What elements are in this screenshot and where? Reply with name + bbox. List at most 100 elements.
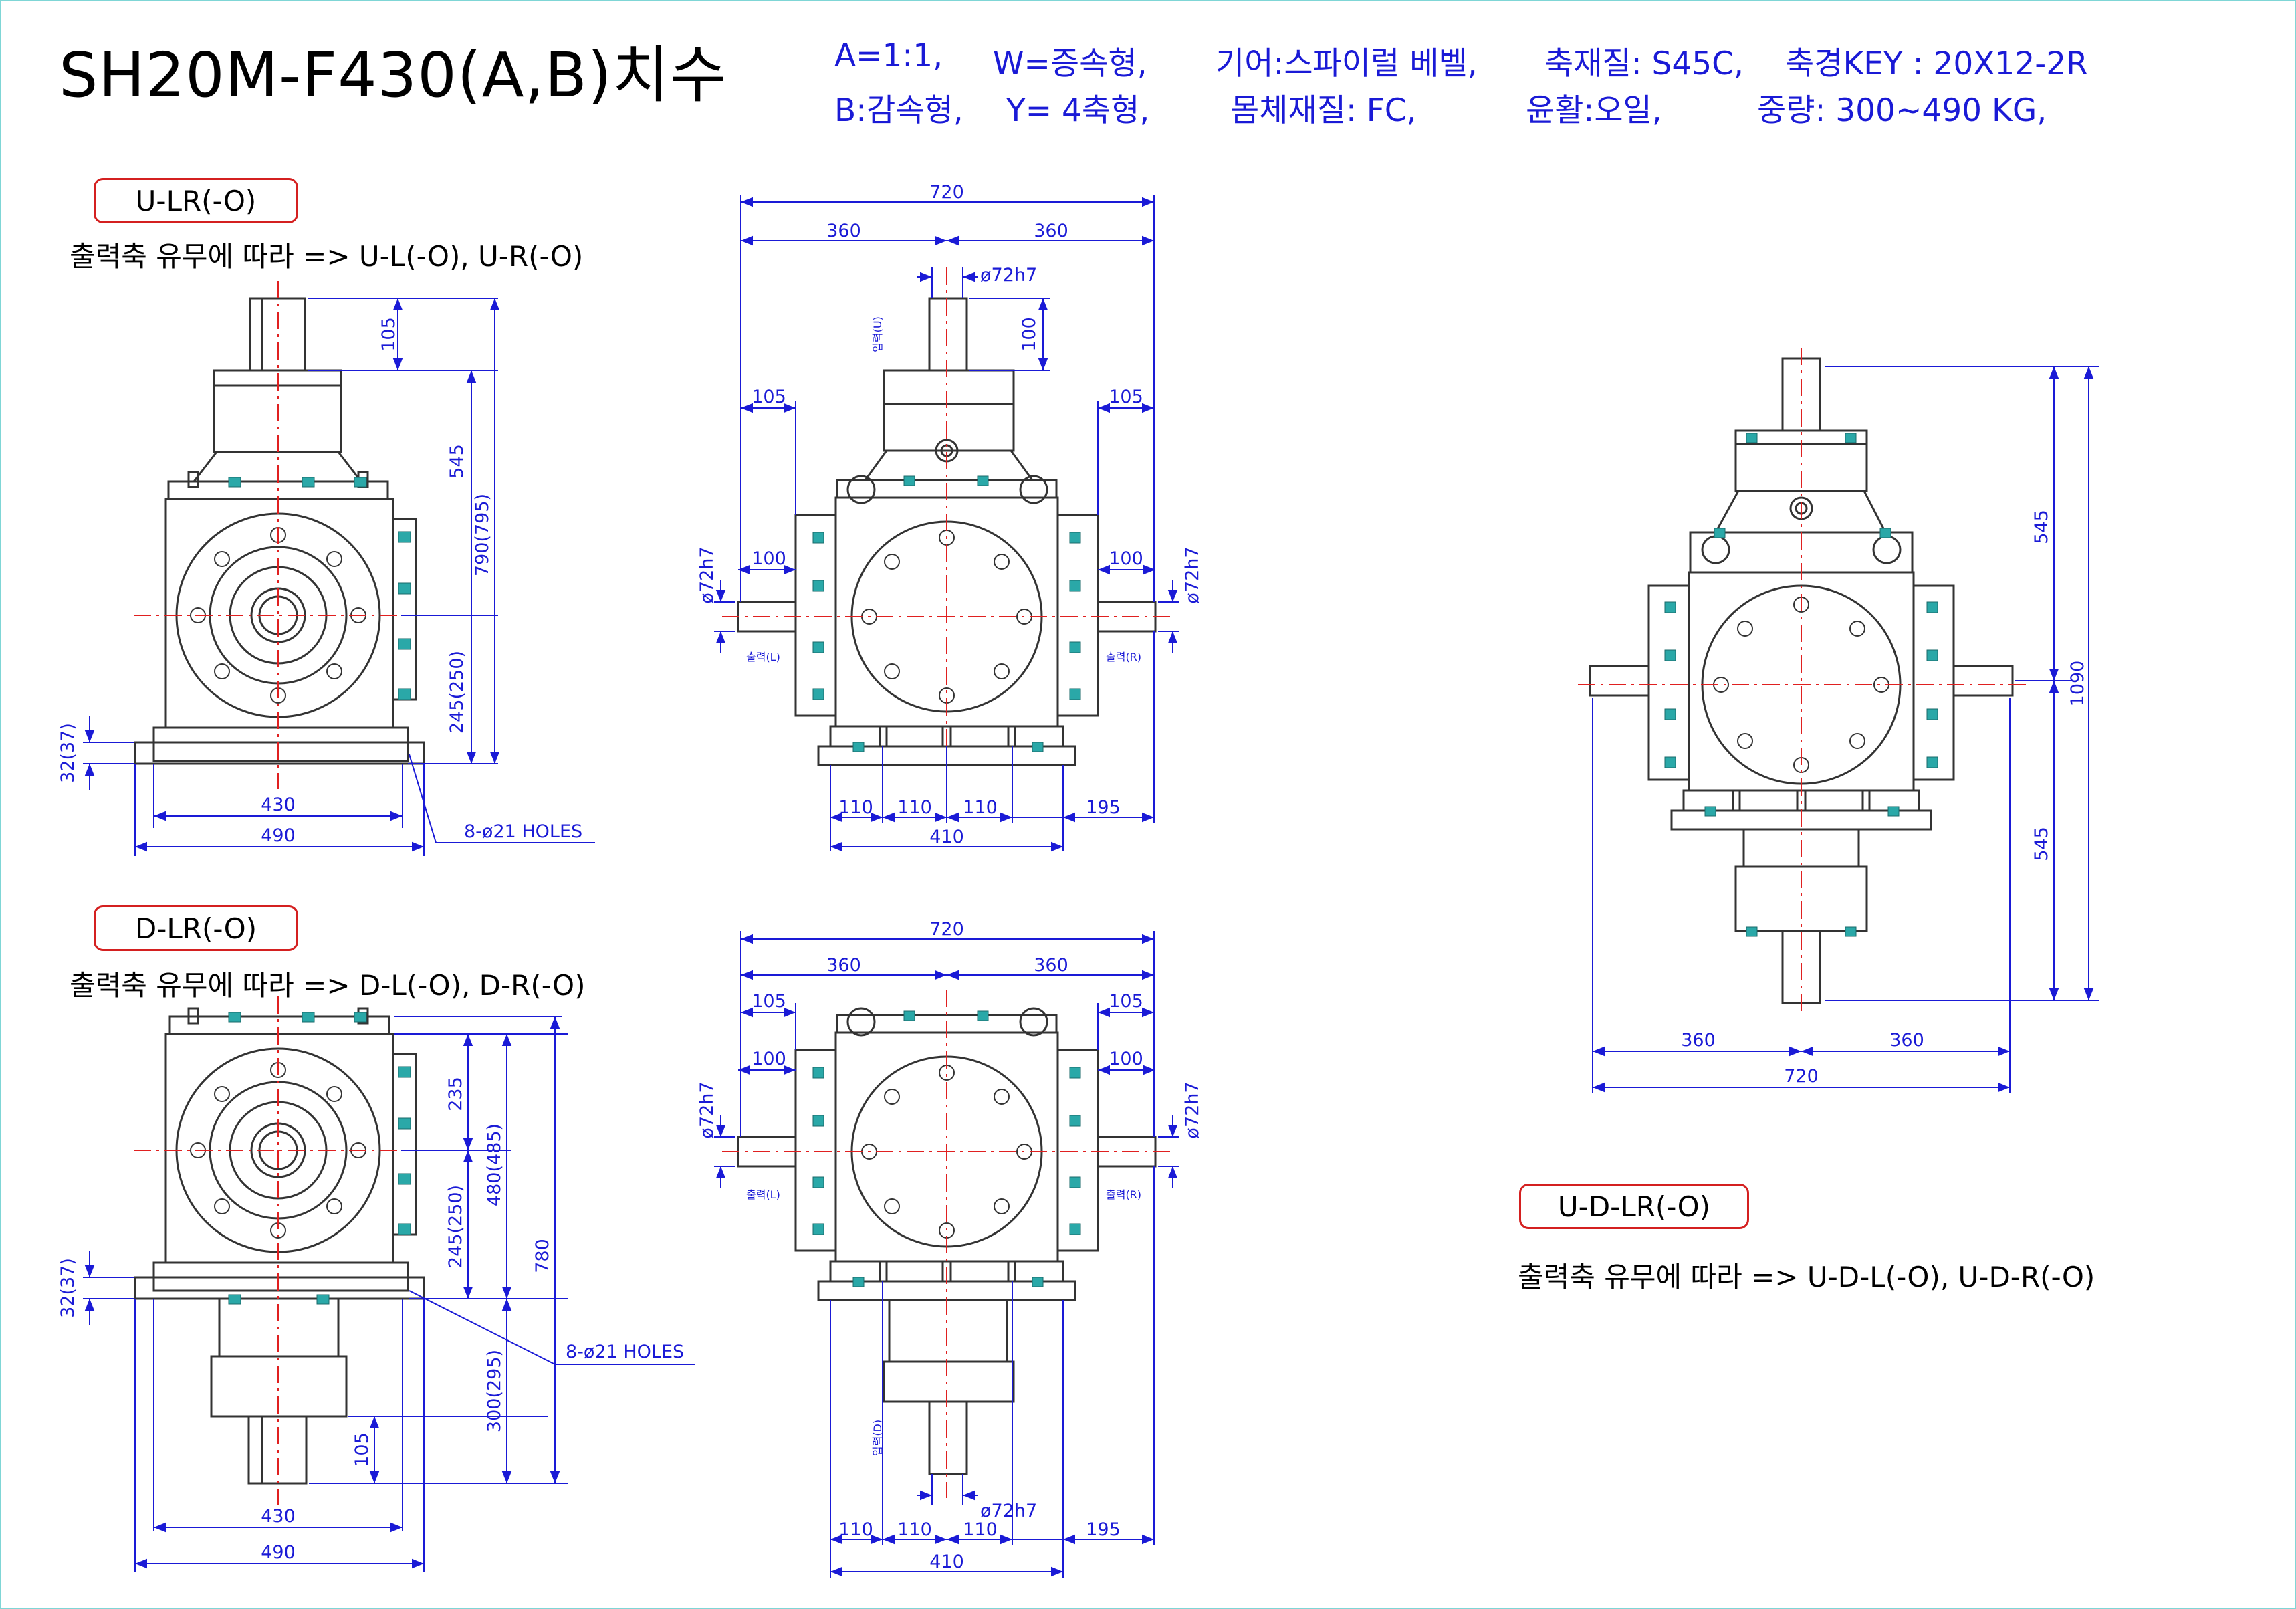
gearbox-side-view-d: [134, 1007, 425, 1485]
dim-100-right-u: 100: [1109, 548, 1143, 569]
dimensions-front-d: [714, 931, 1179, 1578]
view-note-u-d-lr: 출력축 유무에 따라 => U-D-L(-O), U-D-R(-O): [1518, 1261, 2095, 1293]
dim-105-u: 105: [378, 317, 399, 352]
dimensions-d: [83, 1016, 695, 1572]
dim-720-ud: 720: [1784, 1066, 1819, 1087]
dimension-labels-front-d: 720 360 360 105 105 100 100 ø72h7 ø72h7 …: [697, 919, 1203, 1572]
dim-105-left-u: 105: [752, 387, 786, 407]
shaft-tag-l-u: 출력(L): [746, 651, 780, 663]
view-label-u-lr: U-LR(-O): [94, 178, 298, 223]
spec-key: 축경KEY : 20X12-2R: [1785, 45, 2088, 82]
centerlines-front-ud: [1578, 348, 2026, 1016]
dim-110-c-u: 110: [963, 797, 998, 818]
dim-410-u: 410: [929, 827, 964, 847]
view-note-u-lr: 출력축 유무에 따라 => U-L(-O), U-R(-O): [70, 240, 584, 273]
gearbox-side-view-u: [134, 297, 425, 765]
dim-100-top-u: 100: [1019, 317, 1040, 352]
dim-490-d: 490: [261, 1542, 296, 1563]
drawing-title: SH20M-F430(A,B)치수: [59, 39, 727, 111]
dim-360-right-u: 360: [1034, 221, 1068, 241]
dim-105-right-u: 105: [1109, 387, 1143, 407]
dim-32-d: 32(37): [58, 1258, 78, 1318]
dim-100-right-d: 100: [1109, 1049, 1143, 1069]
dim-shaft-top-u: ø72h7: [980, 265, 1037, 286]
centerlines-u: [134, 281, 441, 789]
dim-shaft-left-d: ø72h7: [697, 1081, 717, 1138]
dim-110-a-u: 110: [838, 797, 873, 818]
dim-720-d: 720: [929, 919, 964, 940]
dim-195-u: 195: [1086, 797, 1121, 818]
spec-ratio: A=1:1,: [834, 37, 943, 74]
dim-545-u: 545: [447, 444, 467, 479]
dimensions-front-u: [714, 195, 1179, 852]
dim-shaft-bottom-d: ø72h7: [980, 1501, 1037, 1521]
dim-360-left-ud: 360: [1681, 1030, 1716, 1051]
dim-545-bottom-ud: 545: [2031, 827, 2052, 861]
dimension-labels-front-u: 720 360 360 ø72h7 100 105 105 100 100 ø7…: [697, 182, 1203, 847]
dim-790-u: 790(795): [472, 494, 493, 576]
dim-360-right-d: 360: [1034, 955, 1068, 976]
dim-110-c-d: 110: [963, 1519, 998, 1540]
dim-245-d: 245(250): [445, 1185, 466, 1268]
dimension-labels-d: 235 245(250) 480(485) 780 300(295) 105 3…: [58, 1077, 684, 1563]
shaft-tag-r-d: 출력(R): [1106, 1188, 1141, 1201]
dim-480-d: 480(485): [484, 1123, 505, 1206]
dim-holes-u: 8-ø21 HOLES: [464, 821, 582, 842]
dim-780-d: 780: [532, 1239, 553, 1273]
dim-195-d: 195: [1086, 1519, 1121, 1540]
dimensions-u: [83, 298, 595, 856]
view-label-d-lr: D-LR(-O): [94, 905, 298, 951]
shaft-tag-r-u: 출력(R): [1106, 651, 1141, 663]
dim-545-top-ud: 545: [2031, 510, 2052, 544]
dim-720-u: 720: [929, 182, 964, 203]
dim-300-d: 300(295): [484, 1350, 505, 1432]
dim-410-d: 410: [929, 1551, 964, 1572]
cyan-bolts-front-d: [812, 1010, 1081, 1287]
dim-1090-ud: 1090: [2067, 661, 2088, 707]
dim-110-b-u: 110: [897, 797, 932, 818]
dimension-labels-front-ud: 545 545 1090 360 360 720: [1681, 510, 2088, 1087]
dim-245-u: 245(250): [447, 651, 467, 734]
dim-shaft-right-d: ø72h7: [1182, 1081, 1203, 1138]
view-label-u-d-lr: U-D-LR(-O): [1519, 1184, 1749, 1229]
dim-430-d: 430: [261, 1506, 296, 1527]
dim-105-left-d: 105: [752, 991, 786, 1012]
dim-shaft-right-u: ø72h7: [1182, 546, 1203, 603]
bolt-heads-u: [190, 527, 366, 704]
dim-100-left-d: 100: [752, 1049, 786, 1069]
centerlines-front-u: [722, 267, 1170, 782]
dim-110-a-d: 110: [838, 1519, 873, 1540]
cyan-bolts-front-ud: [1664, 433, 1938, 937]
dim-360-left-u: 360: [826, 221, 861, 241]
dim-105-right-d: 105: [1109, 991, 1143, 1012]
cyan-bolts-d: [228, 1012, 411, 1305]
centerlines-d: [134, 996, 441, 1505]
shaft-tag-l-d: 출력(L): [746, 1188, 780, 1201]
spec-weight: 중량: 300~490 KG,: [1757, 92, 2047, 129]
dim-360-left-d: 360: [826, 955, 861, 976]
dim-100-left-u: 100: [752, 548, 786, 569]
spec-type-b: B:감속형,: [834, 92, 963, 129]
dim-430-u: 430: [261, 794, 296, 815]
spec-lubrication: 윤활:오일,: [1526, 92, 1662, 129]
dim-105-d: 105: [352, 1432, 372, 1467]
cyan-bolts-u: [228, 477, 411, 700]
shaft-tag-u: 입력(U): [871, 316, 884, 352]
spec-shaft-material: 축재질: S45C,: [1544, 45, 1744, 82]
shaft-tag-d: 입력(D): [871, 1420, 884, 1456]
spec-type-w: W=증속형,: [993, 45, 1147, 82]
spec-type-y: Y= 4축형,: [1006, 92, 1150, 129]
dim-shaft-left-u: ø72h7: [697, 546, 717, 603]
dim-holes-d: 8-ø21 HOLES: [566, 1342, 684, 1362]
dim-490-u: 490: [261, 825, 296, 846]
view-note-d-lr: 출력축 유무에 따라 => D-L(-O), D-R(-O): [70, 969, 586, 1002]
dimensions-front-ud: [1592, 366, 2099, 1093]
dim-360-right-ud: 360: [1889, 1030, 1924, 1051]
spec-gear: 기어:스파이럴 베벨,: [1216, 45, 1478, 82]
dim-32-u: 32(37): [58, 723, 78, 783]
dim-235-d: 235: [445, 1077, 466, 1111]
centerlines-front-d: [722, 990, 1170, 1498]
dim-110-b-d: 110: [897, 1519, 932, 1540]
